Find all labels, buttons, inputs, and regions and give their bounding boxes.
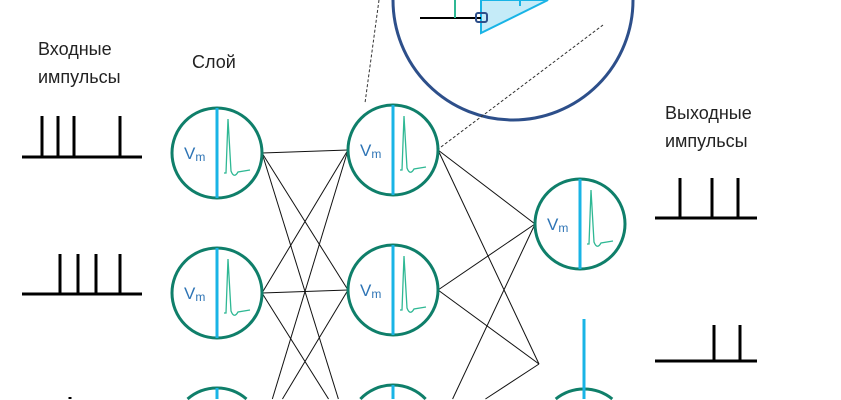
connection: [437, 149, 536, 225]
connection: [261, 149, 349, 294]
neuron: Vm: [170, 246, 264, 340]
connection: [437, 223, 536, 291]
connection: [452, 223, 536, 400]
vm-label: Vm: [360, 281, 381, 301]
vm-label: Vm: [360, 141, 381, 161]
connection: [437, 289, 540, 365]
membrane-patch: [480, 0, 549, 35]
zoom-circle: [391, 0, 635, 122]
action-potential-trace: [400, 115, 427, 173]
connection: [437, 149, 540, 365]
vm-label: Vm: [547, 215, 568, 235]
output-spike-train: [655, 178, 757, 220]
action-potential-trace: [224, 258, 251, 316]
neuron: [359, 383, 427, 400]
zoom-inset: [364, 0, 635, 151]
action-potential-trace: [224, 118, 251, 176]
output-label-line1: Выходные: [665, 103, 752, 123]
output-label: Выходные импульсы: [665, 99, 752, 155]
input-label-line1: Входные: [38, 39, 112, 59]
connection: [485, 363, 540, 400]
vm-label: Vm: [184, 284, 205, 304]
input-label: Входные импульсы: [38, 35, 121, 91]
input-spike-train: [22, 254, 142, 296]
connection: [271, 149, 349, 400]
connection: [282, 289, 349, 400]
output-spike-train: [655, 325, 757, 363]
action-potential-trace: [587, 189, 614, 247]
connection: [261, 152, 339, 400]
neuron: Vm: [346, 103, 440, 197]
action-potential-trace: [400, 255, 427, 313]
vm-label: Vm: [184, 144, 205, 164]
connection: [261, 149, 349, 154]
neuron: Vm: [346, 243, 440, 337]
neuron: Vm: [170, 106, 264, 200]
layer-label: Слой: [192, 52, 236, 72]
output-label-line2: импульсы: [665, 131, 748, 151]
electrode-tip: [475, 12, 488, 23]
zoom-guide-line: [364, 0, 380, 104]
input-spike-train: [22, 116, 142, 159]
neuron: [186, 386, 248, 400]
neuron: Vm: [533, 177, 627, 271]
zoom-circle-fill: [393, 0, 633, 119]
input-label-line2: импульсы: [38, 67, 121, 87]
connection: [261, 292, 329, 400]
neuron-body: [186, 386, 248, 400]
neuron: [554, 319, 614, 400]
